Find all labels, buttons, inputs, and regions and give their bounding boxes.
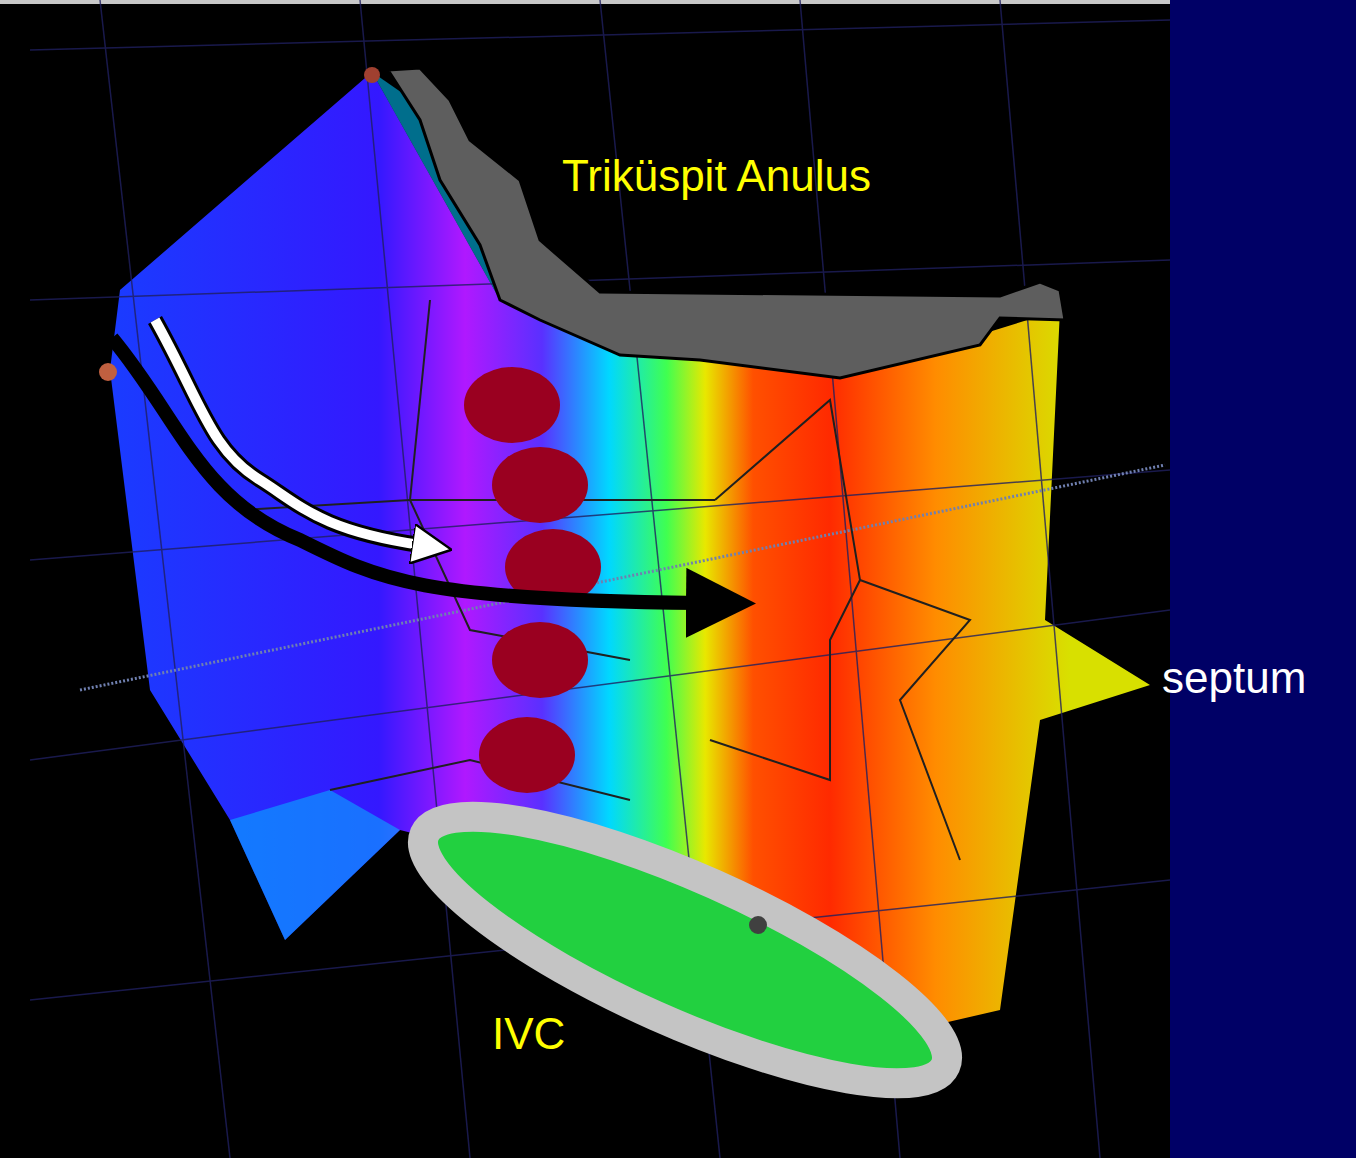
map-label: Triküspit Anulus [562, 154, 871, 198]
marker-dot [749, 916, 767, 934]
tricuspid-annulus [388, 68, 1065, 378]
cyan-region [230, 790, 400, 940]
map-label: IVC [492, 1012, 565, 1056]
mesh-lines [240, 300, 970, 860]
ablation-points [464, 367, 601, 793]
image-panel [0, 0, 1170, 1158]
ivc-ring [395, 768, 974, 1131]
panel-border [0, 0, 1170, 4]
conduction-arrow [155, 320, 420, 545]
marker-dot [364, 67, 380, 83]
map-label: septum [1162, 656, 1306, 700]
arrow-outline [155, 320, 420, 545]
grid-lines [30, 0, 1170, 1158]
marker-dot [99, 363, 117, 381]
conduction-arrow [112, 338, 700, 603]
